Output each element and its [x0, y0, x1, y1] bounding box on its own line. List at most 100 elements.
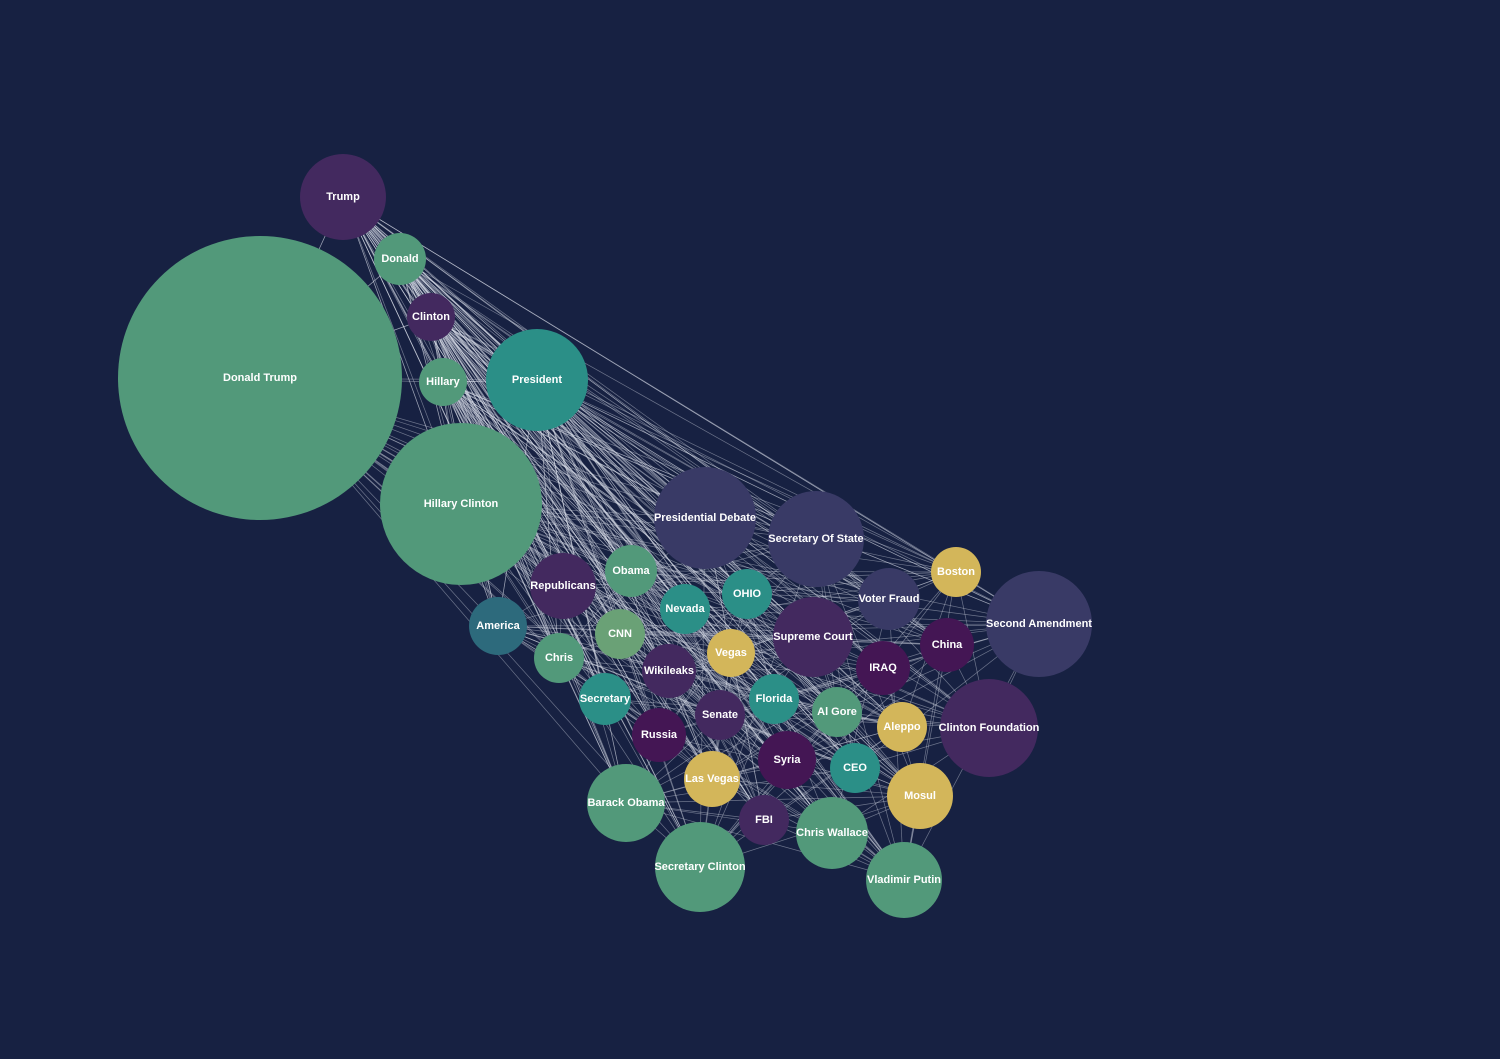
edge-president-boston — [536, 379, 957, 573]
edge-chris-las-vegas — [558, 657, 713, 780]
node-label: IRAQ — [869, 662, 897, 674]
node-circle[interactable] — [579, 673, 631, 725]
node-syria[interactable]: Syria — [758, 731, 816, 789]
node-circle[interactable] — [684, 751, 740, 807]
edge-trump-al-gore — [342, 196, 838, 713]
node-vladimir-putin[interactable]: Vladimir Putin — [866, 842, 942, 918]
node-hillary[interactable]: Hillary — [419, 358, 467, 406]
node-circle[interactable] — [773, 597, 853, 677]
node-al-gore[interactable]: Al Gore — [812, 687, 862, 737]
node-russia[interactable]: Russia — [632, 708, 686, 762]
node-president[interactable]: President — [486, 329, 588, 431]
node-circle[interactable] — [118, 236, 402, 520]
node-circle[interactable] — [380, 423, 542, 585]
node-voter-fraud[interactable]: Voter Fraud — [858, 568, 920, 630]
node-circle[interactable] — [660, 584, 710, 634]
node-circle[interactable] — [486, 329, 588, 431]
node-mosul[interactable]: Mosul — [887, 763, 953, 829]
node-label: China — [932, 639, 963, 651]
node-obama[interactable]: Obama — [605, 545, 657, 597]
node-circle[interactable] — [920, 618, 974, 672]
edge-president-fbi — [536, 379, 765, 821]
edge-republicans-florida — [562, 585, 775, 700]
edge-trump-iraq — [342, 196, 884, 669]
node-iraq[interactable]: IRAQ — [856, 641, 910, 695]
node-circle[interactable] — [758, 731, 816, 789]
node-circle[interactable] — [830, 743, 880, 793]
node-circle[interactable] — [856, 641, 910, 695]
node-barack-obama[interactable]: Barack Obama — [587, 764, 665, 842]
node-circle[interactable] — [707, 629, 755, 677]
node-chris-wallace[interactable]: Chris Wallace — [796, 797, 868, 869]
node-label: Hillary — [426, 376, 461, 388]
node-circle[interactable] — [300, 154, 386, 240]
node-circle[interactable] — [739, 795, 789, 845]
edge-trump-second-amendment — [342, 196, 1040, 625]
node-circle[interactable] — [605, 545, 657, 597]
node-circle[interactable] — [858, 568, 920, 630]
node-donald[interactable]: Donald — [374, 233, 426, 285]
node-ceo[interactable]: CEO — [830, 743, 880, 793]
node-circle[interactable] — [877, 702, 927, 752]
node-chris[interactable]: Chris — [534, 633, 584, 683]
edge-hillary-clinton-china — [460, 503, 948, 646]
node-second-amendment[interactable]: Second Amendment — [986, 571, 1092, 677]
node-wikileaks[interactable]: Wikileaks — [642, 644, 696, 698]
edge-america-supreme-court — [497, 625, 814, 638]
node-circle[interactable] — [655, 822, 745, 912]
node-label: Senate — [702, 709, 738, 721]
node-circle[interactable] — [642, 644, 696, 698]
node-nevada[interactable]: Nevada — [660, 584, 710, 634]
node-aleppo[interactable]: Aleppo — [877, 702, 927, 752]
node-label: America — [476, 620, 520, 632]
node-circle[interactable] — [749, 674, 799, 724]
node-circle[interactable] — [931, 547, 981, 597]
node-circle[interactable] — [419, 358, 467, 406]
node-circle[interactable] — [469, 597, 527, 655]
node-cnn[interactable]: CNN — [595, 609, 645, 659]
node-circle[interactable] — [866, 842, 942, 918]
node-circle[interactable] — [940, 679, 1038, 777]
node-fbi[interactable]: FBI — [739, 795, 789, 845]
node-circle[interactable] — [530, 553, 596, 619]
node-senate[interactable]: Senate — [695, 690, 745, 740]
node-circle[interactable] — [587, 764, 665, 842]
edge-donald-boston — [399, 258, 957, 573]
node-presidential-debate[interactable]: Presidential Debate — [654, 467, 756, 569]
node-circle[interactable] — [595, 609, 645, 659]
node-circle[interactable] — [407, 293, 455, 341]
node-florida[interactable]: Florida — [749, 674, 799, 724]
node-china[interactable]: China — [920, 618, 974, 672]
node-las-vegas[interactable]: Las Vegas — [684, 751, 740, 807]
node-circle[interactable] — [796, 797, 868, 869]
node-circle[interactable] — [534, 633, 584, 683]
edge-senate-mosul — [719, 714, 921, 797]
node-trump[interactable]: Trump — [300, 154, 386, 240]
node-circle[interactable] — [654, 467, 756, 569]
node-circle[interactable] — [812, 687, 862, 737]
node-label: OHIO — [733, 588, 762, 600]
node-circle[interactable] — [722, 569, 772, 619]
node-circle[interactable] — [768, 491, 864, 587]
edge-clinton-russia — [430, 316, 660, 736]
node-ohio[interactable]: OHIO — [722, 569, 772, 619]
node-boston[interactable]: Boston — [931, 547, 981, 597]
node-vegas[interactable]: Vegas — [707, 629, 755, 677]
node-circle[interactable] — [986, 571, 1092, 677]
node-secretary-of-state[interactable]: Secretary Of State — [768, 491, 864, 587]
node-circle[interactable] — [632, 708, 686, 762]
node-clinton[interactable]: Clinton — [407, 293, 455, 341]
node-circle[interactable] — [887, 763, 953, 829]
node-label: Chris — [545, 652, 573, 664]
node-secretary[interactable]: Secretary — [579, 673, 631, 725]
node-circle[interactable] — [374, 233, 426, 285]
node-supreme-court[interactable]: Supreme Court — [773, 597, 853, 677]
node-republicans[interactable]: Republicans — [530, 553, 596, 619]
node-america[interactable]: America — [469, 597, 527, 655]
node-clinton-foundation[interactable]: Clinton Foundation — [939, 679, 1040, 777]
node-secretary-clinton[interactable]: Secretary Clinton — [654, 822, 746, 912]
node-donald-trump[interactable]: Donald Trump — [118, 236, 402, 520]
node-hillary-clinton[interactable]: Hillary Clinton — [380, 423, 542, 585]
node-circle[interactable] — [695, 690, 745, 740]
edge-trump-fbi — [342, 196, 765, 821]
